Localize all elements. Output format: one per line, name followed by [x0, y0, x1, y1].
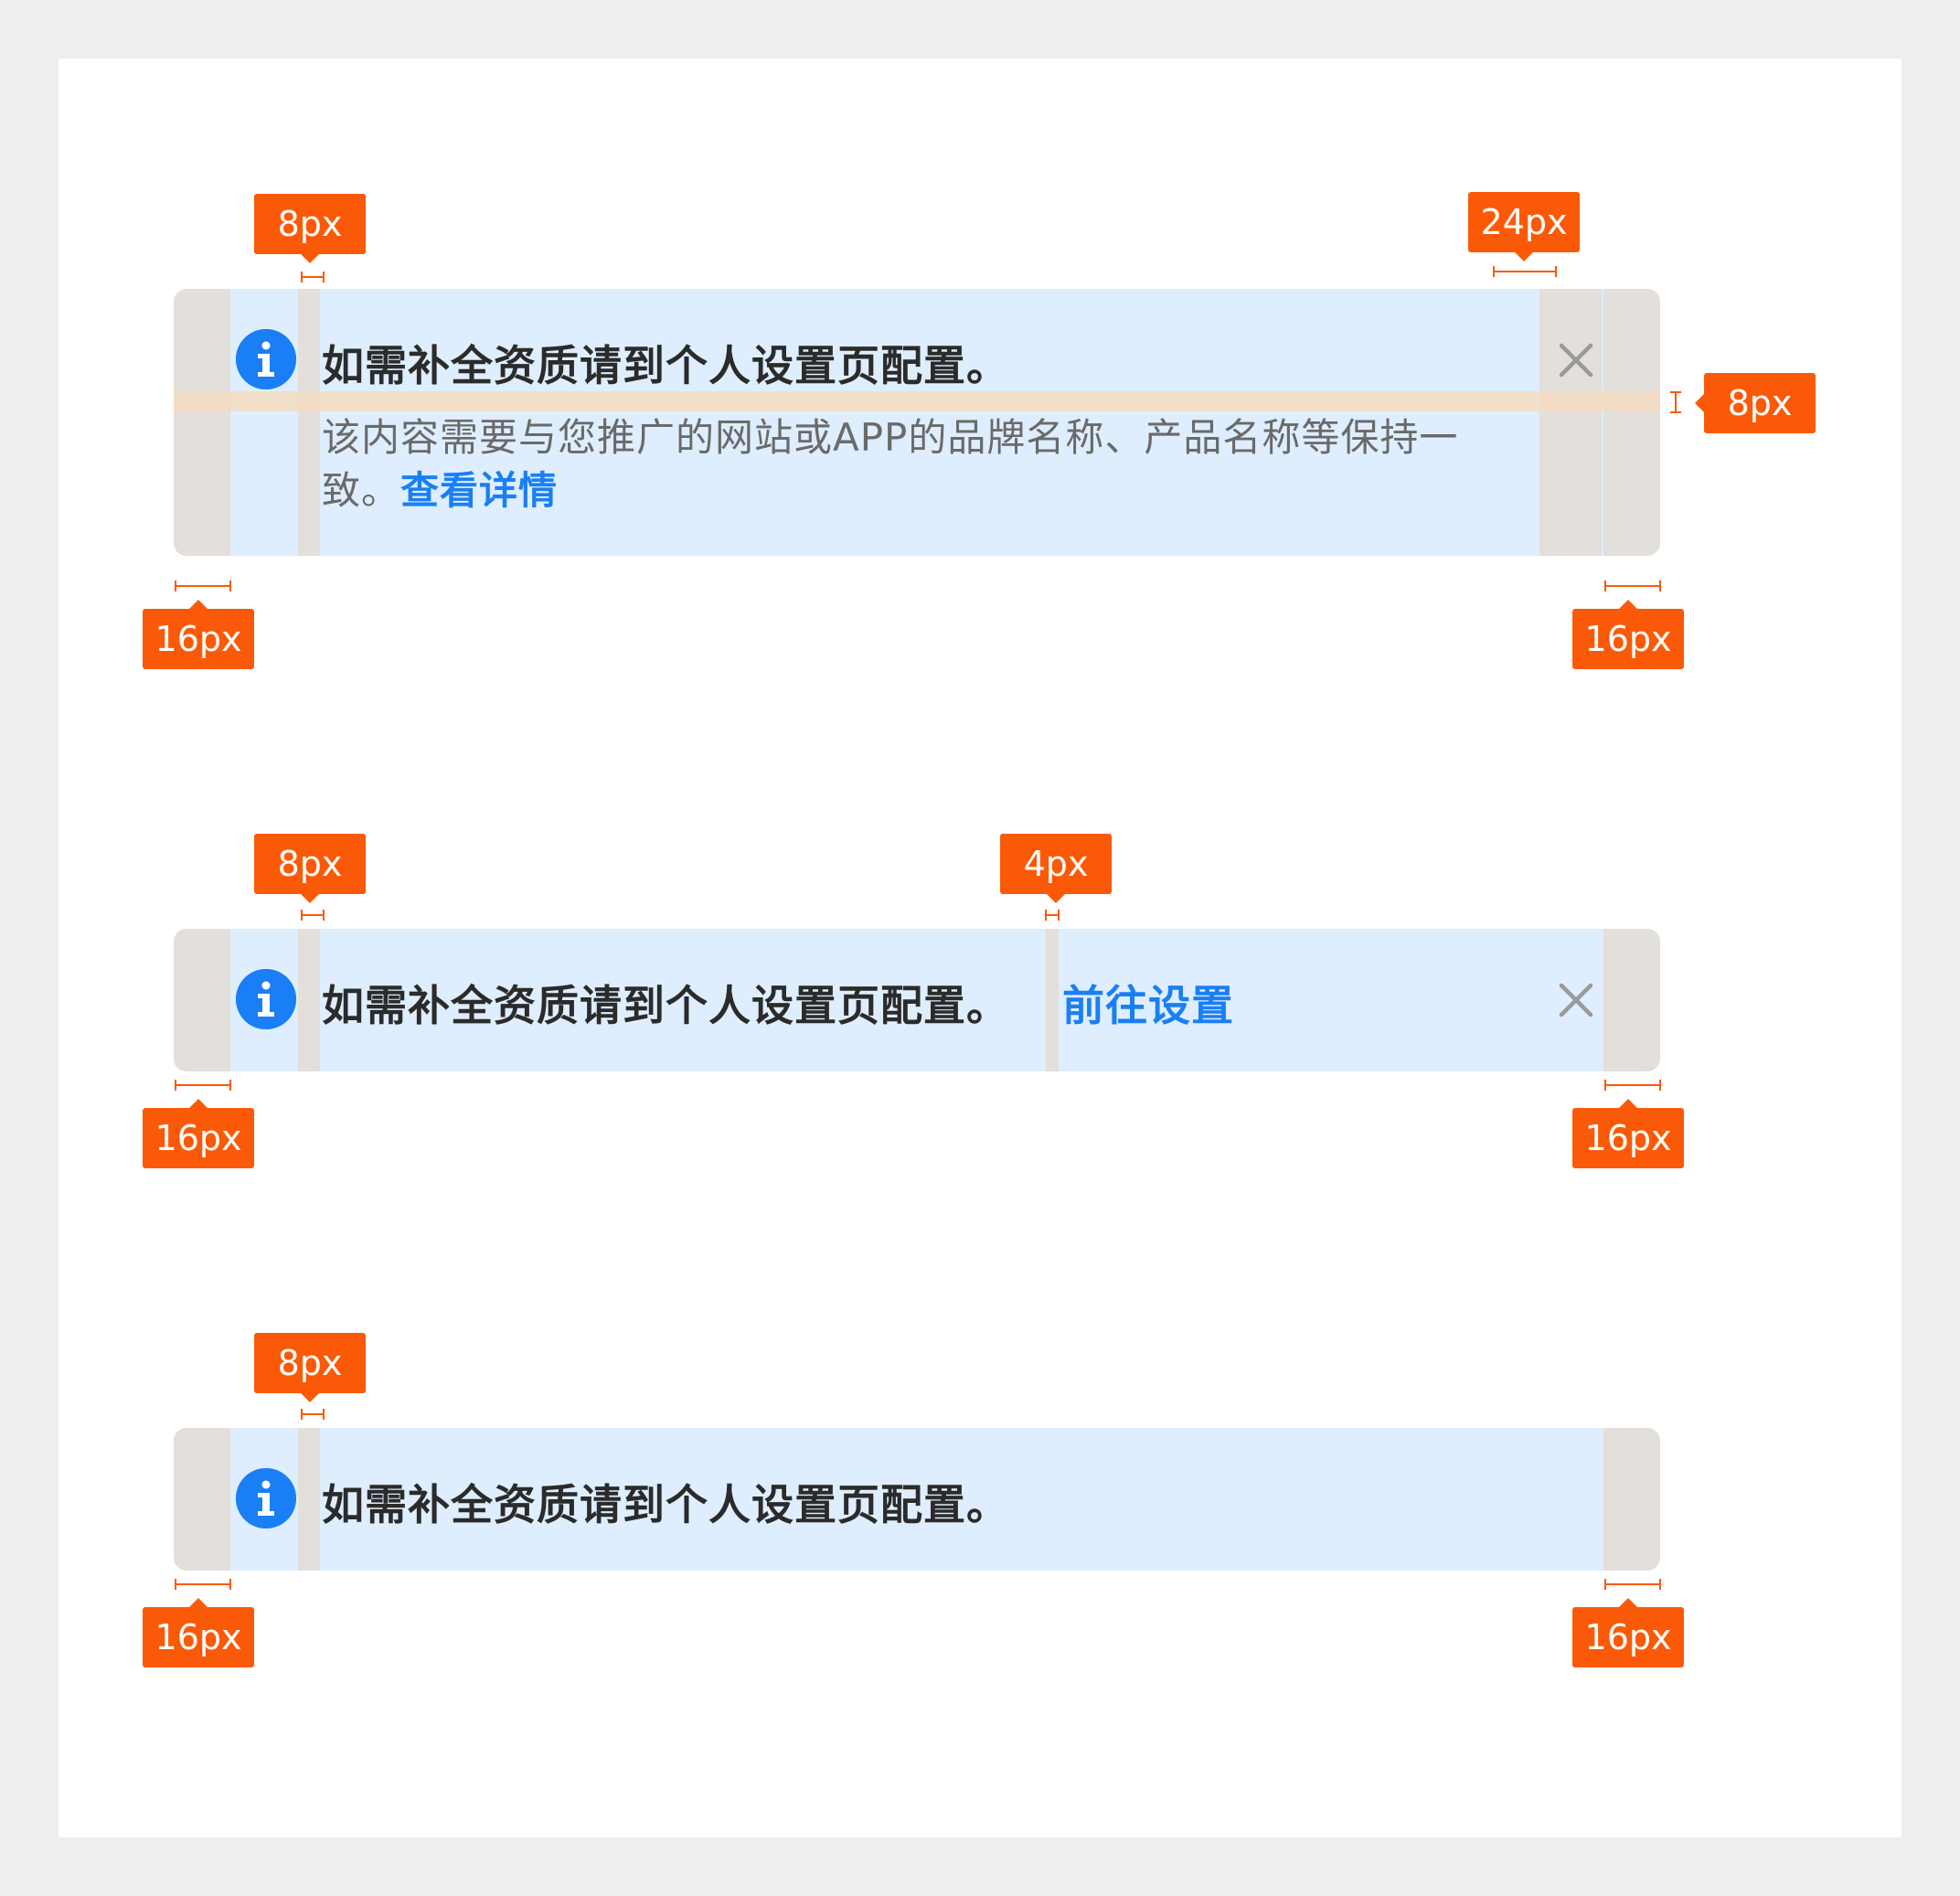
dim-padding-right — [1604, 1080, 1661, 1091]
padding-right-overlay — [1603, 929, 1660, 1071]
icon-gap-overlay — [298, 929, 320, 1071]
padding-left-overlay — [174, 1428, 230, 1571]
measure-tag-icon-gap: 8px — [254, 194, 366, 263]
padding-right-overlay — [1603, 289, 1660, 556]
measure-tag-icon-gap: 8px — [254, 834, 366, 903]
dim-icon-gap — [301, 1409, 325, 1420]
info-icon — [236, 969, 296, 1029]
alert-with-action: 如需补全资质请到个人设置页配置。 前往设置 — [174, 929, 1660, 1071]
measure-tag-padding-left: 16px — [143, 1598, 254, 1667]
measure-tag-padding-left: 16px — [143, 600, 254, 669]
spec-canvas: 8px 24px 如需补全资质请到个人设置页配置。 该内容需要与您推广的网站或A… — [59, 59, 1901, 1837]
measure-tag-padding-left: 16px — [143, 1099, 254, 1168]
padding-left-overlay — [174, 289, 230, 556]
alert-title: 如需补全资质请到个人设置页配置。 — [322, 1480, 1009, 1529]
measure-tag-link-gap: 4px — [1000, 834, 1112, 903]
measure-tag-padding-right: 16px — [1572, 1598, 1684, 1667]
title-desc-gap-overlay — [174, 391, 1660, 411]
measure-tag-padding-right: 16px — [1572, 600, 1684, 669]
dim-close-gap — [1493, 266, 1557, 277]
measure-tag-close-gap: 24px — [1468, 192, 1580, 261]
dim-padding-left — [175, 581, 231, 591]
dim-icon-gap — [301, 910, 325, 921]
alert-description-text: 该内容需要与您推广的网站或APP的品牌名称、产品名称等保持一致。 — [322, 415, 1459, 513]
measure-tag-icon-gap: 8px — [254, 1333, 366, 1402]
close-icon[interactable] — [1556, 340, 1596, 380]
close-gap-overlay — [1539, 289, 1602, 556]
alert-title: 如需补全资质请到个人设置页配置。 — [322, 981, 1009, 1030]
dim-icon-gap — [301, 272, 325, 282]
alert-description: 该内容需要与您推广的网站或APP的品牌名称、产品名称等保持一致。查看详情 — [322, 411, 1510, 517]
view-details-link[interactable]: 查看详情 — [400, 468, 559, 513]
dim-padding-right — [1604, 1579, 1661, 1590]
dim-padding-right — [1604, 581, 1661, 591]
link-gap-overlay — [1046, 929, 1059, 1071]
measure-tag-padding-right: 16px — [1572, 1099, 1684, 1168]
measure-tag-row-gap: 8px — [1695, 373, 1816, 433]
padding-left-overlay — [174, 929, 230, 1071]
info-icon — [236, 1468, 296, 1529]
alert-title: 如需补全资质请到个人设置页配置。 — [322, 341, 1009, 390]
padding-right-overlay — [1603, 1428, 1660, 1571]
alert-with-description: 如需补全资质请到个人设置页配置。 该内容需要与您推广的网站或APP的品牌名称、产… — [174, 289, 1660, 556]
dim-link-gap — [1045, 910, 1060, 921]
dim-padding-left — [175, 1080, 231, 1091]
alert-simple: 如需补全资质请到个人设置页配置。 — [174, 1428, 1660, 1571]
close-icon[interactable] — [1556, 980, 1596, 1020]
info-icon — [236, 329, 296, 389]
go-to-settings-link[interactable]: 前往设置 — [1062, 981, 1234, 1030]
dim-padding-left — [175, 1579, 231, 1590]
icon-gap-overlay — [298, 1428, 320, 1571]
dim-row-gap — [1670, 391, 1681, 413]
icon-gap-overlay — [298, 289, 320, 556]
